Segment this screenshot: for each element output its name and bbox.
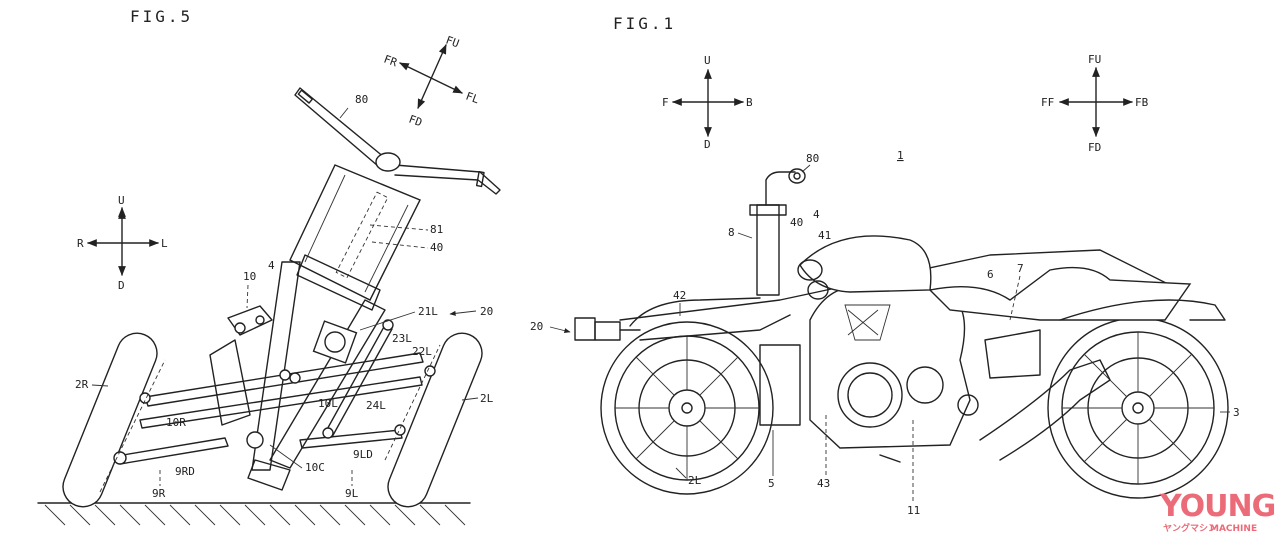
ref-3: 3 <box>1233 406 1240 419</box>
ref-1: 1 <box>897 149 904 162</box>
ref-40: 40 <box>430 241 443 254</box>
ref-7: 7 <box>1017 262 1024 275</box>
axis-label-fl: FL <box>464 90 481 107</box>
axis-label-fu: FU <box>1088 53 1101 66</box>
fig1-axis-udfb: U D F B <box>662 54 753 151</box>
axis-label-l: L <box>161 237 168 250</box>
axis-label-f: F <box>662 96 669 109</box>
fig1-axis-fufd: FU FD FF FB <box>1041 53 1149 154</box>
ref-22l: 22L <box>412 345 432 358</box>
ref-9l: 9L <box>345 487 359 500</box>
ref-20: 20 <box>480 305 493 318</box>
steering-housing <box>289 164 421 311</box>
ref-21l: 21L <box>418 305 438 318</box>
fig5-reference-labels: 80 81 40 4 10 21L 20 23L 22L 2R 2L 10L 2… <box>75 93 494 500</box>
axis-label-r: R <box>77 237 84 250</box>
axis-label-fb: FB <box>1135 96 1149 109</box>
fig5-axis-udrl: U D R L <box>77 194 168 292</box>
ref-4: 4 <box>813 208 820 221</box>
wheel-2r <box>62 332 158 508</box>
axis-label-fr: FR <box>382 53 399 70</box>
axis-label-fu: FU <box>444 34 461 51</box>
ref-10l: 10L <box>318 397 338 410</box>
ref-9rd: 9RD <box>175 465 195 478</box>
handlebar-80 <box>294 87 501 195</box>
fig5-title: FIG.5 <box>130 7 193 26</box>
axis-label-d: D <box>118 279 125 292</box>
ref-5: 5 <box>768 477 775 490</box>
motorcycle-side-view <box>574 168 1229 499</box>
ref-11: 11 <box>907 504 920 517</box>
ref-4: 4 <box>268 259 275 272</box>
axis-label-d: D <box>704 138 711 151</box>
ref-23l: 23L <box>392 332 412 345</box>
rear-wheel-3 <box>1047 317 1229 499</box>
ref-41: 41 <box>818 229 831 242</box>
figure-5: FIG.5 U D R L FU FD FR FL <box>37 7 501 526</box>
ref-40: 40 <box>790 216 803 229</box>
ref-9r: 9R <box>152 487 166 500</box>
ref-2l: 2L <box>480 392 494 405</box>
ref-81: 81 <box>430 223 443 236</box>
ref-9ld: 9LD <box>353 448 373 461</box>
axis-label-b: B <box>746 96 753 109</box>
axis-label-fd: FD <box>1088 141 1101 154</box>
wheel-2l <box>387 332 483 508</box>
watermark-sub: MACHINE <box>1210 524 1257 534</box>
ref-10c: 10C <box>305 461 325 474</box>
fig1-title: FIG.1 <box>613 14 676 33</box>
fig5-axis-tilted: FU FD FR FL <box>382 34 481 130</box>
young-machine-watermark: YOUNG ヤングマシン MACHINE <box>1159 489 1276 534</box>
axis-label-u: U <box>704 54 711 67</box>
axis-label-fd: FD <box>407 113 424 130</box>
axis-label-u: U <box>118 194 125 207</box>
ref-2l: 2L <box>688 474 702 487</box>
ref-43: 43 <box>817 477 830 490</box>
ref-10r: 10R <box>166 416 186 429</box>
link-arms <box>99 315 441 493</box>
ref-42: 42 <box>673 289 686 302</box>
axis-label-ff: FF <box>1041 96 1054 109</box>
ref-80: 80 <box>806 152 819 165</box>
ref-20: 20 <box>530 320 543 333</box>
ref-6: 6 <box>987 268 994 281</box>
ref-24l: 24L <box>366 399 386 412</box>
watermark-main: YOUNG <box>1159 489 1275 524</box>
figure-1: FIG.1 U D F B FU FD FF FB <box>530 14 1240 517</box>
front-wheel-2l <box>600 321 774 495</box>
fig1-reference-labels: 1 80 8 40 4 41 6 7 42 20 2L 5 43 3 11 <box>530 149 1240 517</box>
ref-8: 8 <box>728 226 735 239</box>
ref-80: 80 <box>355 93 368 106</box>
ref-10: 10 <box>243 270 256 283</box>
ref-2r: 2R <box>75 378 89 391</box>
watermark-sub-jp: ヤングマシン <box>1163 522 1217 534</box>
